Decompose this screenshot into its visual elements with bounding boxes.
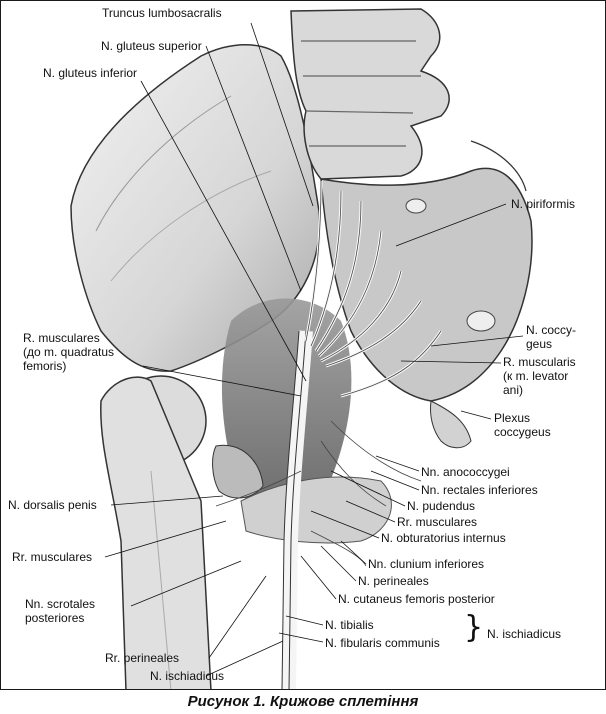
- leader-lines: [104, 22, 524, 677]
- label-n-tibialis: N. tibialis: [325, 618, 374, 632]
- label-r-musculares-quadratus: R. musculares (до m. quadratus femoris): [23, 331, 115, 373]
- label-r-muscularis-levator-ani: R. muscularis (к m. levator ani): [503, 355, 576, 397]
- label-n-perineales: N. perineales: [358, 574, 429, 588]
- label-truncus-lumbosacralis: Truncus lumbosacralis: [102, 6, 222, 20]
- label-n-ischiadicus-group: N. ischiadicus: [487, 627, 562, 641]
- brace-ischiadicus: }: [464, 610, 484, 645]
- label-nn-rectales-inferiores: Nn. rectales inferiores: [421, 483, 538, 497]
- femur-shaft: [100, 376, 212, 689]
- label-nn-clunium-inferiores: Nn. clunium inferiores: [368, 557, 485, 571]
- coccyx: [430, 400, 472, 449]
- label-n-dorsalis-penis: N. dorsalis penis: [8, 498, 97, 512]
- label-n-pudendus: N. pudendus: [407, 499, 476, 513]
- label-rr-musculares-left: Rr. musculares: [12, 550, 93, 564]
- label-n-ischiadicus-bottom: N. ischiadicus: [150, 669, 225, 683]
- label-n-gluteus-inferior: N. gluteus inferior: [43, 66, 138, 80]
- label-n-fibularis-communis: N. fibularis communis: [325, 636, 440, 650]
- label-n-cutaneus-femoris-posterior: N. cutaneus femoris posterior: [338, 592, 495, 606]
- label-n-obturatorius-internus: N. obturatorius internus: [381, 531, 506, 545]
- ischial-tuberosity: [212, 444, 264, 499]
- label-n-piriformis: N. piriformis: [511, 197, 576, 211]
- iliac-wing: [70, 44, 321, 372]
- figure-caption: Рисунок 1. Крижове сплетіння: [187, 693, 419, 710]
- label-nn-anococcygei: Nn. anococcygei: [421, 465, 510, 479]
- label-nn-scrotales-posteriores: Nn. scrotales posteriores: [25, 597, 96, 625]
- figure-frame: Truncus lumbosacralis N. gluteus superio…: [0, 0, 606, 690]
- label-n-gluteus-superior: N. gluteus superior: [101, 39, 202, 53]
- label-rr-perineales: Rr. perineales: [105, 651, 180, 665]
- sacrum: [320, 167, 533, 402]
- label-n-coccygeus: N. coccy- geus: [526, 323, 577, 351]
- label-plexus-coccygeus: Plexus coccygeus: [494, 411, 551, 439]
- label-rr-musculares-right: Rr. musculares: [397, 515, 478, 529]
- anatomical-illustration: [70, 8, 533, 689]
- lumbar-vertebrae: [290, 8, 450, 180]
